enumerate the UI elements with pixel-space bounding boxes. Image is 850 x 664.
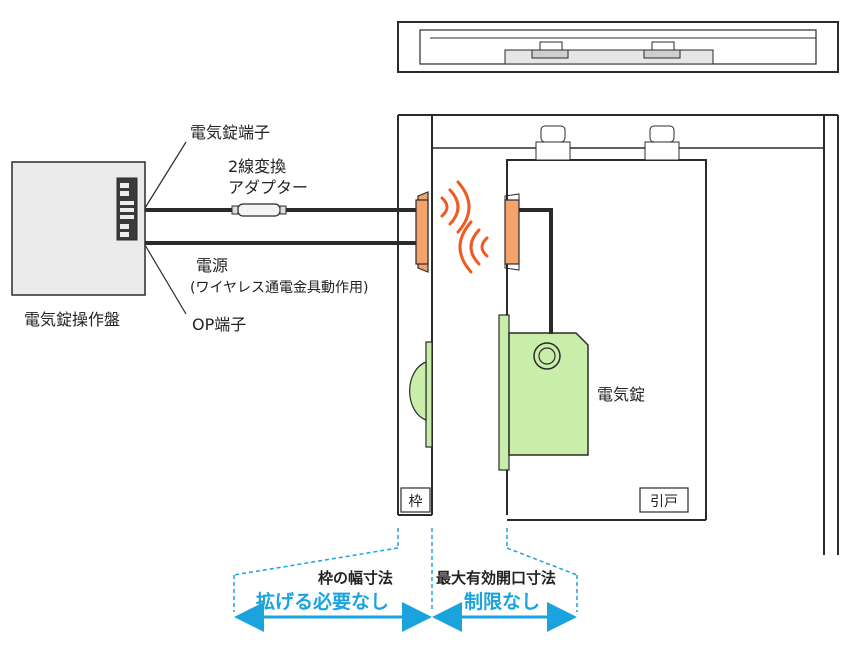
door-tag: 引戸	[639, 487, 689, 513]
label-adapter-line2: アダプター	[228, 178, 308, 197]
label-power-line2: (ワイヤレス通電金具動作用)	[190, 280, 369, 296]
label-terminal-electric-lock: 電気錠端子	[190, 123, 270, 142]
frame-strike	[409, 341, 433, 448]
wiring	[144, 141, 553, 334]
label-electric-lock: 電気錠	[597, 385, 645, 404]
label-adapter-line1: 2線変換	[228, 157, 286, 176]
frame-tag-label: 枠	[409, 494, 423, 510]
control-panel	[11, 161, 146, 296]
door-hanger-1	[535, 125, 571, 161]
wireless-wave-icon	[440, 180, 489, 274]
label-no-widening: 拡げる必要なし	[256, 590, 389, 613]
label-power-line1: 電源	[196, 256, 228, 275]
electric-lock	[498, 314, 589, 471]
roller-1	[531, 41, 569, 59]
wireless-transmitter-frame	[415, 191, 429, 273]
frame-tag: 枠	[400, 487, 431, 513]
roller-2	[643, 41, 681, 59]
top-rail-assembly	[397, 21, 839, 73]
door-hanger-2	[644, 125, 680, 161]
wireless-receiver-door	[504, 193, 520, 271]
label-no-limit: 制限なし	[464, 590, 540, 613]
two-wire-adapter	[231, 203, 287, 217]
door-tag-label: 引戸	[650, 494, 678, 510]
label-frame-width: 枠の幅寸法	[318, 569, 393, 587]
label-max-opening: 最大有効開口寸法	[436, 569, 556, 587]
label-control-panel: 電気錠操作盤	[24, 310, 120, 329]
sliding-door	[506, 125, 707, 521]
label-op-terminal: OP端子	[192, 315, 246, 334]
door-frame	[397, 114, 839, 555]
